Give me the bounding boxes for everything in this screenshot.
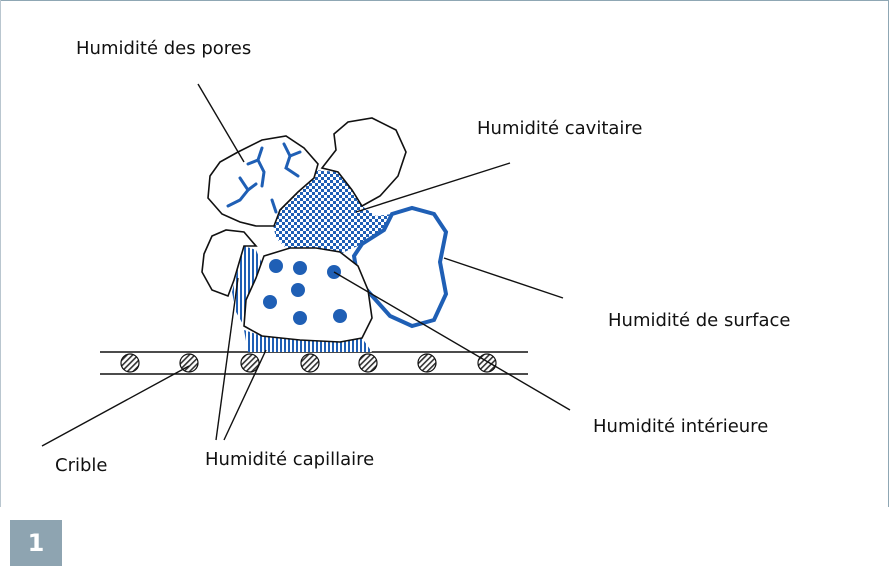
sieve-wires [121,354,496,372]
label-capillary-moisture: Humidité capillaire [205,449,374,471]
label-cavity-moisture: Humidité cavitaire [477,118,643,140]
figure-footer [0,507,890,566]
label-sieve: Crible [55,455,107,477]
label-pore-moisture: Humidité des pores [76,38,251,60]
internal-moisture-particle [244,248,372,342]
label-surface-moisture: Humidité de surface [608,310,791,332]
label-internal-moisture: Humidité intérieure [593,416,768,438]
figure-number-badge: 1 [10,520,62,566]
